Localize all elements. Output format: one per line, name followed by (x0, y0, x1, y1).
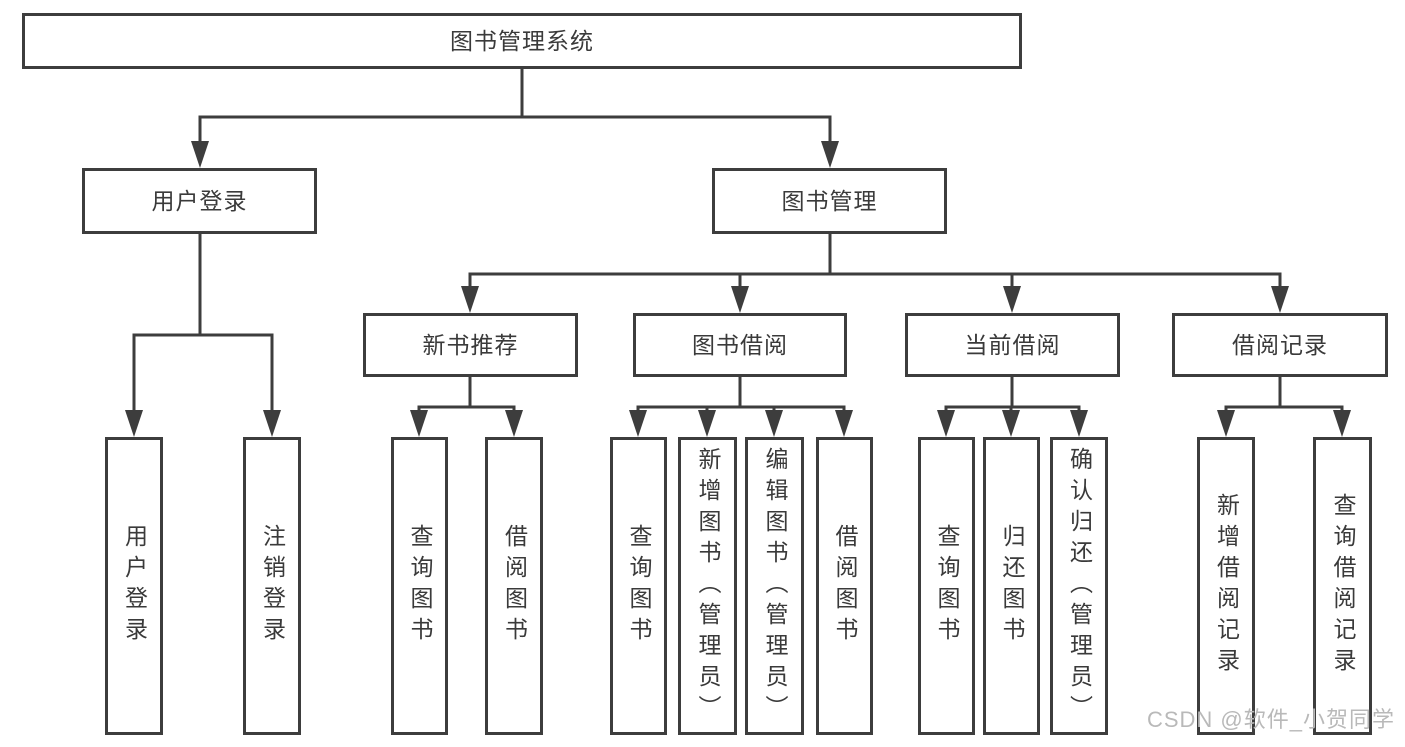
leaf-add-borrow-record: 新增借阅记录 (1197, 437, 1255, 735)
node-book-borrow: 图书借阅 (633, 313, 847, 377)
node-root: 图书管理系统 (22, 13, 1022, 69)
leaf-user-login: 用户登录 (105, 437, 163, 735)
leaf-add-books-admin: 新增图书（管理员） (678, 437, 737, 735)
leaf-query-borrow-record: 查询借阅记录 (1313, 437, 1372, 735)
leaf-current-query-books: 查询图书 (918, 437, 975, 735)
leaf-edit-books-admin: 编辑图书（管理员） (745, 437, 804, 735)
leaf-recommend-borrow-books: 借阅图书 (485, 437, 543, 735)
node-user-login: 用户登录 (82, 168, 317, 234)
leaf-borrow-query-books: 查询图书 (610, 437, 667, 735)
watermark: CSDN @软件_小贺同学 (1146, 707, 1395, 732)
leaf-return-books: 归还图书 (983, 437, 1040, 735)
node-borrow-records: 借阅记录 (1172, 313, 1388, 377)
leaf-logout: 注销登录 (243, 437, 301, 735)
leaf-borrow-books: 借阅图书 (816, 437, 873, 735)
node-book-management: 图书管理 (712, 168, 947, 234)
node-new-book-recommend: 新书推荐 (363, 313, 578, 377)
leaf-confirm-return-admin: 确认归还（管理员） (1050, 437, 1108, 735)
node-current-borrow: 当前借阅 (905, 313, 1120, 377)
leaf-recommend-query-books: 查询图书 (391, 437, 448, 735)
